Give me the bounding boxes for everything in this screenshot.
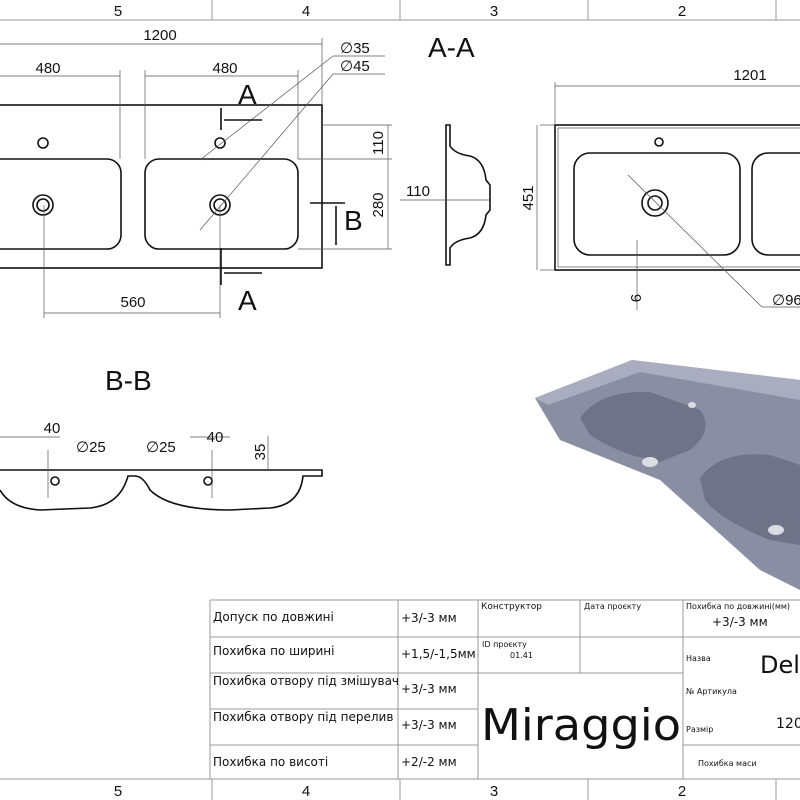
dim-overall-width: 1200 — [143, 27, 176, 44]
zone-label: 3 — [490, 783, 498, 800]
zone-label: 2 — [678, 3, 686, 20]
name-label: Назва — [686, 654, 711, 663]
dim-back-depth: 110 — [370, 131, 387, 155]
product-name: Del — [760, 651, 800, 679]
dim-offset-left: 40 — [44, 420, 61, 437]
tolerance-value: +3/-3 мм — [401, 611, 457, 625]
faucet-hole — [37, 137, 49, 149]
plan-view: A A B 1200 480 480 ∅35 ∅45 560 110 280 — [0, 27, 392, 318]
section-a-a: A-A 110 — [400, 32, 491, 266]
designer-label: Конструктор — [481, 602, 542, 612]
tolerance-label: Допуск по довжині — [213, 610, 334, 624]
length-tolerance-label: Похибка по довжині(мм) — [686, 602, 790, 611]
article-label: № Артикула — [686, 687, 737, 696]
dim-hole-right: ∅25 — [146, 439, 176, 456]
dim-section-depth: 110 — [406, 183, 430, 200]
zone-label: 5 — [114, 3, 122, 20]
dim-basin-width-left: 480 — [35, 60, 60, 77]
zone-label: 3 — [490, 3, 498, 20]
section-aa-title: A-A — [428, 32, 475, 63]
dim-drain-96: ∅96 — [772, 292, 800, 309]
sink-3d-render — [535, 360, 800, 590]
zone-label: 2 — [678, 783, 686, 800]
tolerance-value: +2/-2 мм — [401, 755, 457, 769]
dim-rim-9: 9 — [627, 294, 644, 302]
dim-width-1201: 1201 — [733, 67, 766, 84]
length-tolerance-value: +3/-3 мм — [712, 615, 768, 629]
tolerance-label: Похибка по висоті — [213, 755, 328, 769]
size-value: 120 — [776, 716, 800, 732]
dim-offset-right: 40 — [207, 429, 224, 446]
faucet-hole — [214, 137, 226, 149]
dim-basin-depth: 280 — [370, 192, 387, 217]
project-id-label: ID проєкту — [482, 640, 527, 649]
zone-label: 4 — [302, 783, 310, 800]
dim-height: 35 — [252, 444, 269, 461]
drain-hole — [32, 194, 54, 216]
size-label: Размір — [686, 725, 713, 734]
section-b-b: B-B 40 ∅25 ∅25 40 35 — [0, 365, 323, 511]
date-label: Дата проєкту — [584, 602, 641, 611]
tolerance-value: +1,5/-1,5мм — [401, 647, 476, 661]
section-a-label-top: A — [238, 79, 257, 110]
dim-drain-spacing: 560 — [120, 294, 145, 311]
zone-label: 4 — [302, 3, 310, 20]
dim-hole-small: ∅35 — [340, 40, 370, 57]
dim-hole-left: ∅25 — [76, 439, 106, 456]
mass-tolerance-label: Похибка маси — [698, 759, 757, 768]
tolerance-value: +3/-3 мм — [401, 682, 457, 696]
section-b-label: B — [344, 205, 363, 236]
zone-label: 5 — [114, 783, 122, 800]
dim-hole-drain: ∅45 — [340, 58, 370, 75]
project-id-value: 01.41 — [510, 651, 533, 660]
title-block: Допуск по довжині +3/-3 мм Похибка по ши… — [209, 599, 800, 779]
dim-depth-451: 451 — [520, 185, 537, 210]
tolerance-label: Похибка отвору під перелив — [213, 710, 393, 724]
brand-logo: Miraggio — [481, 700, 681, 751]
tolerance-value: +3/-3 мм — [401, 718, 457, 732]
dim-basin-width-right: 480 — [212, 60, 237, 77]
top-view-right: 1201 451 9 ∅96 — [520, 67, 800, 310]
tolerance-label: Похибка по ширині — [213, 644, 334, 658]
section-bb-title: B-B — [105, 365, 152, 396]
tolerance-label: Похибка отвору під змішувач — [213, 674, 399, 688]
section-a-label-bottom: A — [238, 285, 257, 316]
